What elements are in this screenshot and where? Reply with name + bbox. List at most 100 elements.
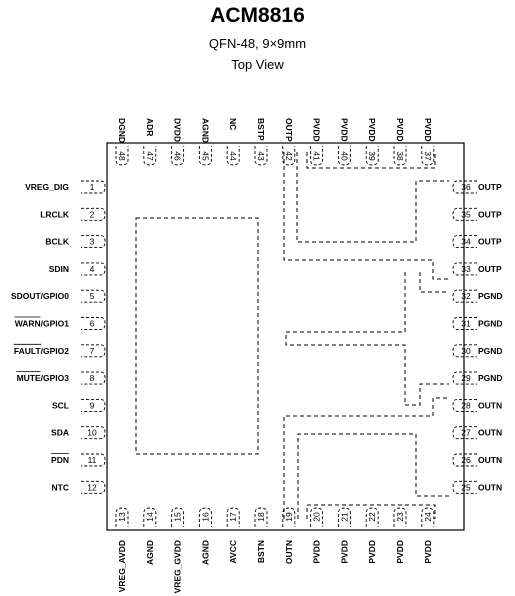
pin-number: 40: [339, 151, 349, 161]
pin-pad: [81, 371, 106, 385]
pin-name: DGND: [117, 118, 127, 143]
pin-pad: [282, 146, 296, 166]
pin-pad: [198, 146, 212, 166]
package-label: QFN-48, 9×9mm: [208, 36, 307, 51]
pin-number: 13: [117, 512, 127, 522]
part-title: ACM8816: [210, 4, 305, 27]
pin-name: FAULT/GPIO2: [14, 346, 69, 356]
pin-pad: [81, 262, 106, 276]
pin-name: PVDD: [367, 540, 377, 564]
outp-plane: [296, 152, 449, 243]
pin-name: OUTN: [478, 400, 502, 410]
pin-name: PGND: [478, 346, 503, 356]
pin-pad: [393, 146, 407, 166]
pin-number: 5: [90, 291, 95, 301]
pin-pad: [171, 146, 185, 166]
pin-number: 43: [256, 151, 266, 161]
view-label: Top View: [231, 57, 284, 72]
pin-pad: [452, 262, 477, 276]
pin-pad: [81, 426, 106, 440]
pin-number: 7: [90, 346, 95, 356]
pin-name: SDIN: [49, 264, 69, 274]
pin-name: OUTN: [478, 455, 502, 465]
pin-number: 2: [90, 209, 95, 219]
pin-number: 6: [90, 319, 95, 329]
pin-name: OUTP: [478, 209, 502, 219]
pin-pad: [115, 507, 129, 527]
pin-pad: [81, 480, 106, 494]
pin-pad: [337, 146, 351, 166]
pin-pad: [81, 180, 106, 194]
pin-pad: [452, 344, 477, 358]
pin-name: PGND: [478, 319, 503, 329]
pin-pad: [337, 507, 351, 527]
pin-number: 25: [461, 482, 471, 492]
pin-pad: [452, 480, 477, 494]
pin-pad: [452, 317, 477, 330]
pin-name: NTC: [52, 482, 69, 492]
pin-pad: [81, 453, 106, 467]
pin-name: PVDD: [312, 540, 322, 564]
pins-left: 1VREG_DIG2LRCLK3BCLK4SDIN5SDOUT/GPIO06WA…: [11, 180, 106, 494]
pin-number: 22: [367, 512, 377, 522]
pin-pad: [198, 507, 212, 527]
pin-pad: [81, 398, 106, 412]
pin-number: 16: [200, 512, 210, 522]
pin-name: OUTN: [478, 482, 502, 492]
pin-name: BSTN: [256, 540, 266, 563]
pin-pad: [254, 146, 268, 166]
pin-number: 36: [461, 182, 471, 192]
pin-pad: [421, 507, 435, 527]
pin-number: 29: [461, 373, 471, 383]
pin-number: 8: [90, 373, 95, 383]
pin-number: 47: [145, 151, 155, 161]
pin-pad: [310, 507, 324, 527]
pin-number: 48: [117, 151, 127, 161]
pin-pad: [452, 453, 477, 467]
pin-name: SDA: [51, 428, 69, 438]
pin-pad: [115, 146, 129, 166]
pin-number: 15: [173, 512, 183, 522]
pin-number: 26: [461, 455, 471, 465]
pin-number: 45: [200, 151, 210, 161]
pin-name: SDOUT/GPIO0: [11, 291, 69, 301]
outn-plane: [297, 433, 449, 519]
pin-name: WARN/GPIO1: [15, 319, 70, 329]
power-plane-outlines: [283, 152, 449, 519]
pin-number: 20: [312, 512, 322, 522]
pin-name: PVDD: [395, 540, 405, 564]
pvdd-top-bus: [306, 152, 436, 169]
pin-pad: [452, 371, 477, 385]
pin-name: AGND: [200, 118, 210, 143]
pin-name: AVCC: [228, 540, 238, 563]
pin-number: 44: [228, 151, 238, 161]
pin-pad: [282, 507, 296, 527]
pin-pad: [226, 146, 240, 166]
pin-number: 39: [367, 151, 377, 161]
pins-bottom: 13VREG_AVDD14AGND15VREG_GVDD16AGND17AVCC…: [115, 507, 435, 593]
pin-pad: [143, 146, 157, 166]
pin-name: MUTE/GPIO3: [17, 373, 70, 383]
pin-name: OUTP: [478, 237, 502, 247]
pin-pad: [310, 146, 324, 166]
pin-name: OUTN: [284, 540, 294, 564]
pin-name: OUTP: [478, 182, 502, 192]
pin-pad: [81, 289, 106, 303]
pin-pad: [171, 507, 185, 527]
outn-trace: [283, 397, 449, 519]
pin-pad: [452, 180, 477, 194]
pin-pad: [81, 317, 106, 330]
pin-name: VREG_AVDD: [117, 540, 127, 592]
pin-name: PVDD: [423, 118, 433, 142]
pin-name: DVDD: [173, 118, 183, 142]
pin-pad: [452, 289, 477, 303]
pin-pad: [421, 146, 435, 166]
pin-name: PGND: [478, 291, 503, 301]
pin-number: 9: [90, 400, 95, 410]
pin-name: OUTP: [284, 118, 294, 142]
pgnd-plane-b: [419, 272, 449, 293]
pin-name: PVDD: [339, 540, 349, 564]
pins-top: 48DGND47ADR46DVDD45AGND44NC43BSTP42OUTP4…: [115, 118, 435, 166]
pin-number: 30: [461, 346, 471, 356]
